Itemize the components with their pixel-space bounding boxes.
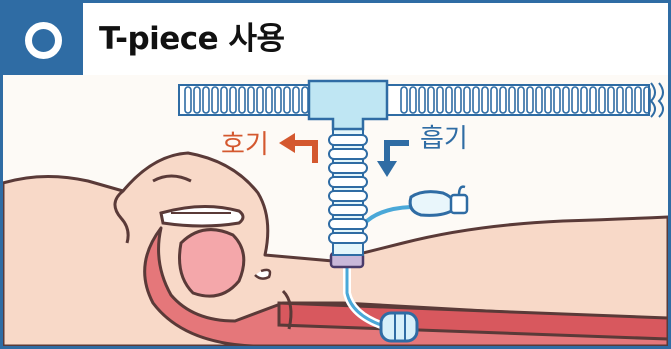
inhalation-arrow-icon — [377, 143, 409, 177]
circle-ring-icon — [25, 22, 62, 59]
t-piece-horizontal-tube — [179, 81, 663, 129]
exhalation-label: 호기 — [221, 130, 269, 160]
t-piece-stem — [329, 123, 367, 255]
header-badge — [3, 3, 83, 75]
page-title: T-piece 사용 — [99, 19, 285, 59]
exhalation-arrow-icon — [279, 133, 315, 163]
cuff — [381, 313, 417, 341]
inhalation-label: 흡기 — [420, 124, 468, 154]
header-bar: T-piece 사용 — [3, 3, 668, 75]
